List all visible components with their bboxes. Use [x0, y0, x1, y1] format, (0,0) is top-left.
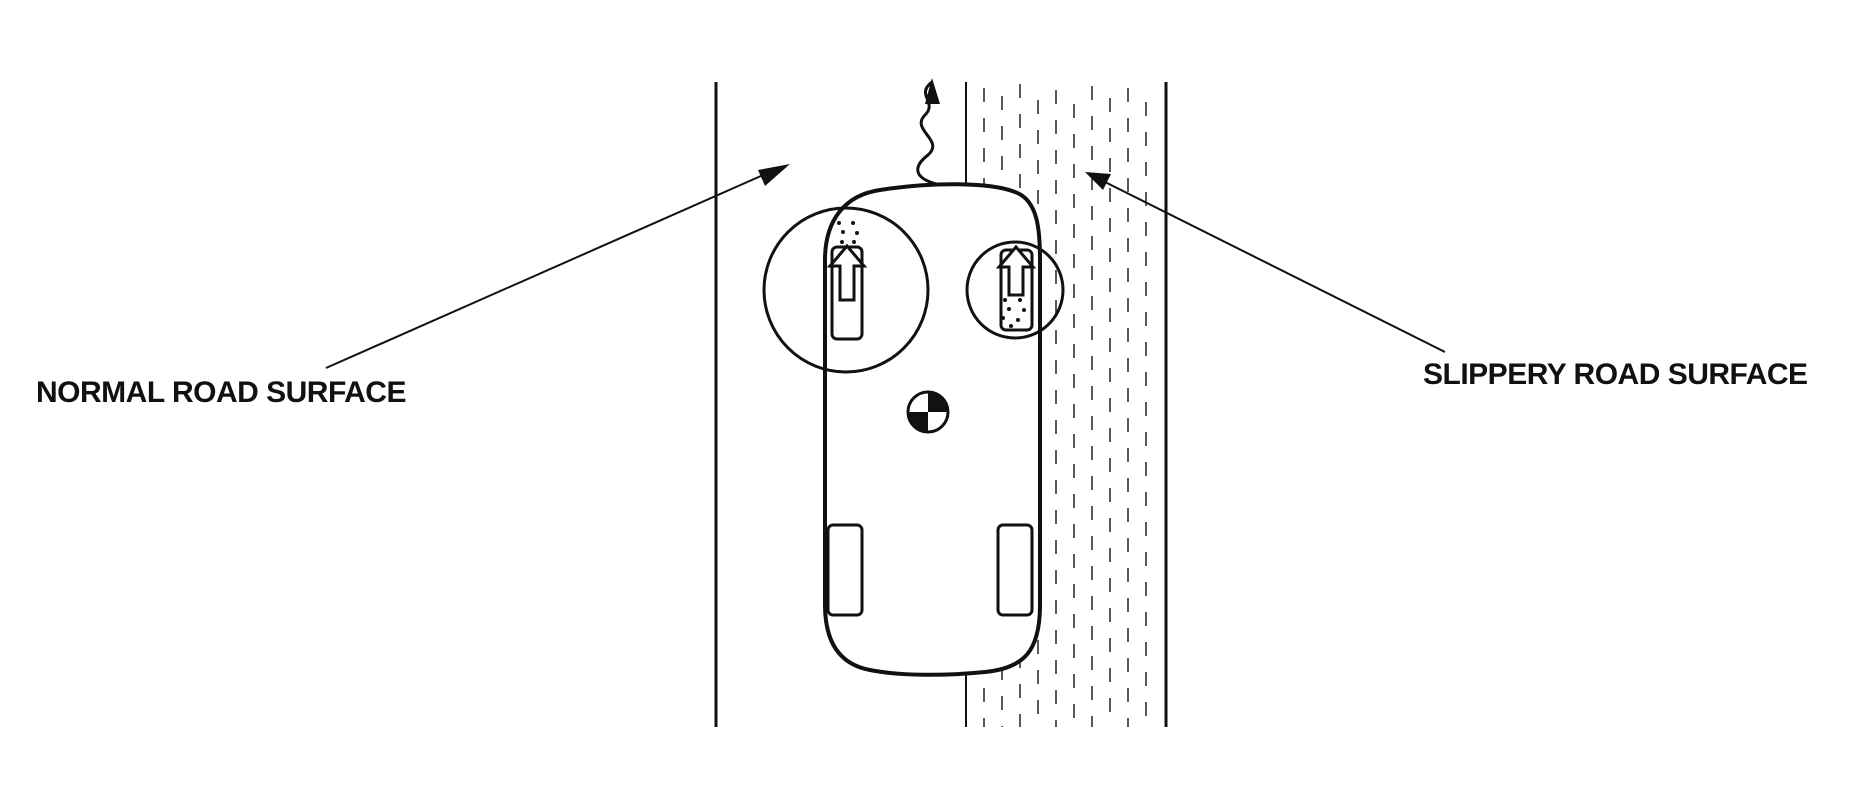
front-left-slip-marks — [837, 221, 859, 244]
center-of-gravity-icon — [906, 390, 950, 434]
front-right-wheel-highlight — [965, 240, 1065, 340]
front-right-traction-arrow-icon — [995, 244, 1037, 297]
normal-road-surface-label: NORMAL ROAD SURFACE — [36, 376, 406, 409]
slippery-road-surface-label: SLIPPERY ROAD SURFACE — [1423, 358, 1808, 391]
rear-left-wheel — [826, 523, 864, 617]
slippery-surface-leader-arrow-icon — [1085, 172, 1111, 190]
normal-surface-leader-line — [325, 171, 771, 369]
normal-surface-leader-arrow-icon — [758, 164, 790, 186]
front-left-wheel-highlight — [762, 206, 930, 374]
rear-right-wheel — [996, 523, 1034, 617]
front-left-traction-arrow-icon — [826, 243, 868, 302]
slippery-surface-leader-line — [1104, 181, 1446, 353]
trajectory-arrow-head — [925, 78, 940, 104]
front-right-slip-marks — [1001, 298, 1026, 328]
